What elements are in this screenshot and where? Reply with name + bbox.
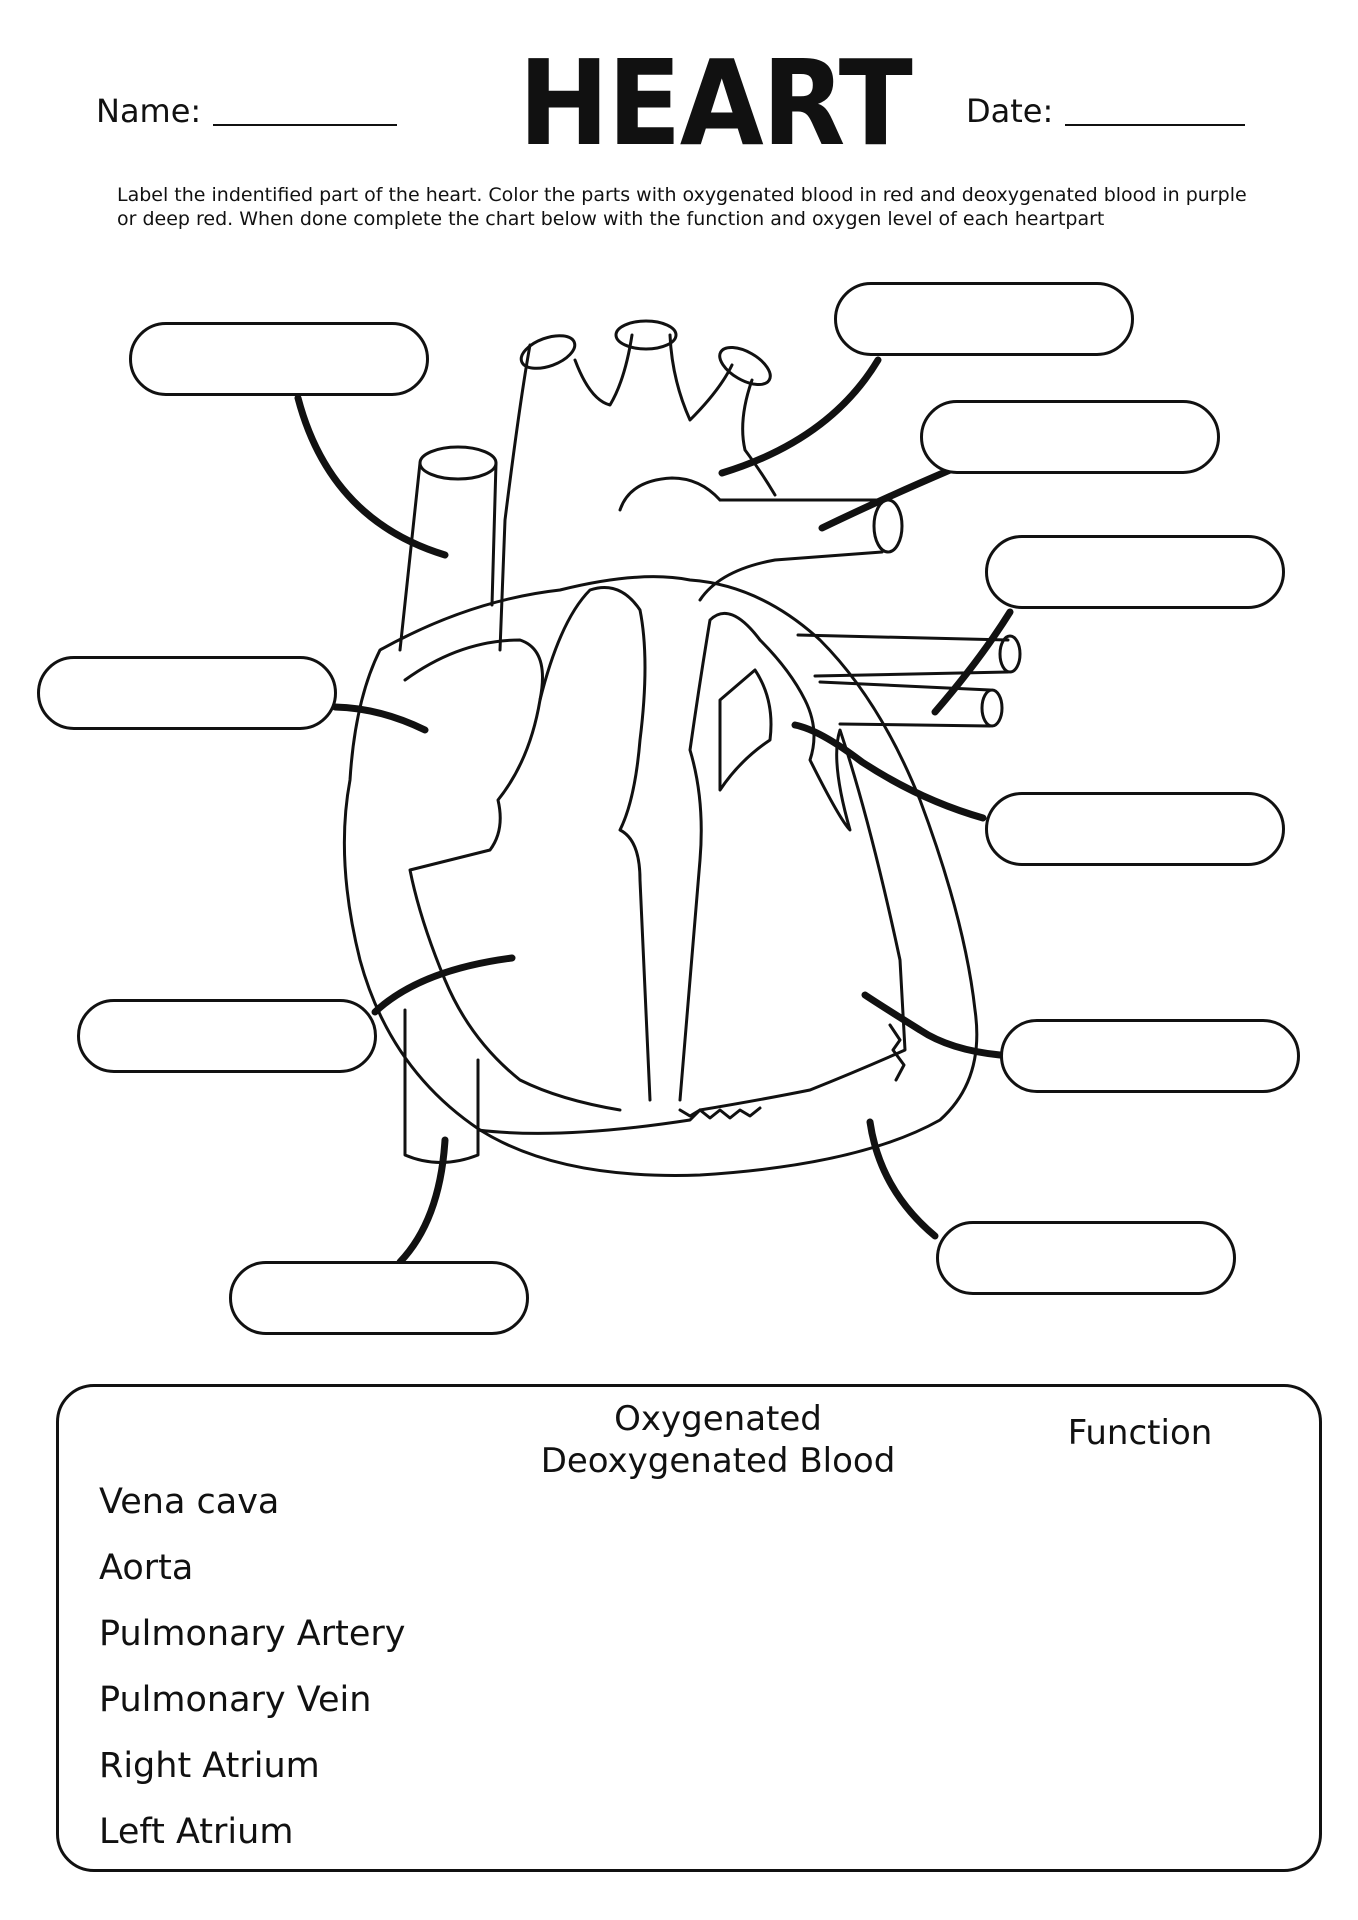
pulmonary-trunk	[618, 476, 904, 602]
superior-vena-cava	[398, 445, 498, 652]
heart-inner-wall	[403, 638, 622, 1112]
label-box-4[interactable]	[985, 535, 1285, 609]
label-box-9[interactable]	[229, 1261, 529, 1335]
row-label-aorta: Aorta	[99, 1548, 194, 1588]
inferior-vena-cava	[403, 1008, 480, 1164]
pointer-lines	[294, 356, 1014, 1266]
name-field[interactable]: Name:	[96, 92, 398, 130]
septum	[698, 638, 907, 1112]
column-header-oxygen: Oxygenated Deoxygenated Blood	[478, 1398, 958, 1482]
date-label: Date:	[966, 92, 1054, 130]
row-label-right-atrium: Right Atrium	[99, 1746, 320, 1786]
instructions-text: Label the indentified part of the heart.…	[117, 184, 1247, 230]
answer-chart	[56, 1384, 1322, 1872]
label-box-5[interactable]	[37, 656, 337, 730]
row-label-pulmonary-vein: Pulmonary Vein	[99, 1680, 372, 1720]
label-box-1[interactable]	[129, 322, 429, 396]
date-blank[interactable]	[1065, 124, 1246, 126]
column-header-oxygen-line1: Oxygenated	[614, 1399, 822, 1439]
ascending-aorta	[538, 586, 652, 1102]
aortic-arch	[498, 319, 777, 652]
row-label-pulmonary-artery: Pulmonary Artery	[99, 1614, 406, 1654]
heart-outline	[342, 575, 979, 1177]
column-header-function: Function	[1067, 1413, 1213, 1453]
label-box-10[interactable]	[936, 1221, 1236, 1295]
page-title: HEART	[518, 34, 912, 172]
label-box-8[interactable]	[1000, 1019, 1300, 1093]
name-label: Name:	[96, 92, 202, 130]
pulmonary-veins	[796, 633, 1022, 728]
column-header-oxygen-line2: Deoxygenated Blood	[540, 1441, 896, 1481]
label-box-3[interactable]	[920, 400, 1220, 474]
row-label-vena-cava: Vena cava	[99, 1482, 280, 1522]
label-box-7[interactable]	[77, 999, 377, 1073]
date-field[interactable]: Date:	[966, 92, 1246, 130]
label-box-2[interactable]	[834, 282, 1134, 356]
row-label-left-atrium: Left Atrium	[99, 1812, 294, 1852]
name-blank[interactable]	[213, 124, 398, 126]
label-box-6[interactable]	[985, 792, 1285, 866]
